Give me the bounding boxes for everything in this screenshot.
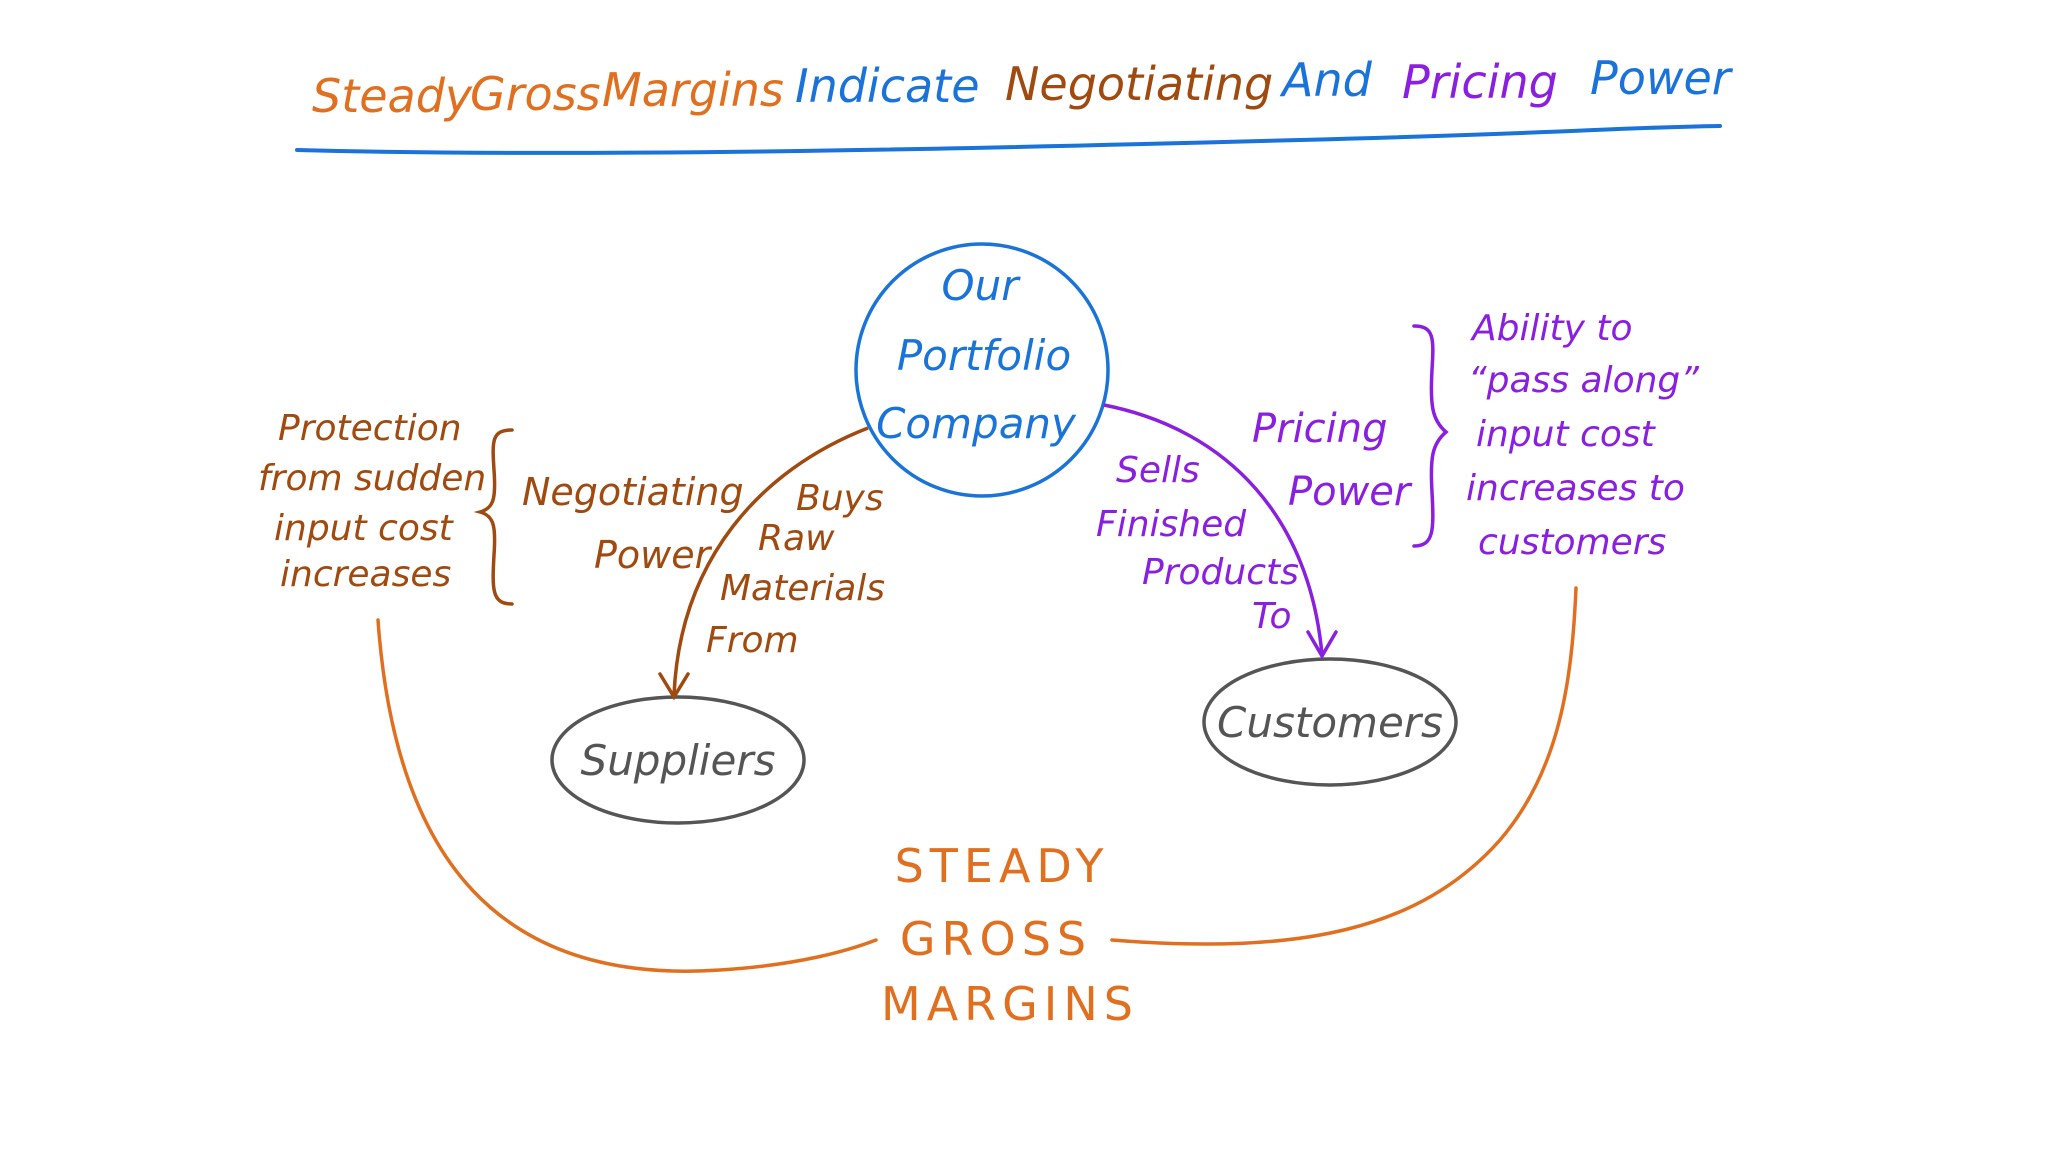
left-note-line-4: increases [280, 554, 451, 595]
buys-arrow [672, 426, 869, 696]
left-note-line-2: from sudden [258, 458, 486, 499]
title-word-2: Gross [470, 67, 601, 121]
pricing-line-1: Pricing [1252, 406, 1388, 452]
sells-line-4: To [1252, 596, 1292, 637]
sells-line-2: Finished [1096, 504, 1247, 545]
left-note-line-1: Protection [278, 408, 462, 449]
bottom-line-1: STEADY [895, 839, 1110, 893]
title-word-6: And [1279, 53, 1373, 107]
suppliers-node: Suppliers [550, 695, 806, 825]
negotiating-power-label: Negotiating Power [522, 470, 744, 577]
title-word-1: Steady [312, 69, 473, 123]
customers-node: Customers [1202, 657, 1458, 787]
buys-arrow-head [658, 672, 690, 701]
left-margin-arc [376, 618, 878, 973]
left-note: Protection from sudden input cost increa… [258, 408, 486, 595]
pricing-power-label: Pricing Power [1252, 406, 1413, 515]
suppliers-label: Suppliers [581, 736, 776, 785]
buys-line-4: From [706, 620, 799, 661]
title-word-3: Margins [602, 63, 784, 117]
portfolio-company-node: Our Portfolio Company [854, 242, 1110, 498]
sells-label: Sells Finished Products To [1096, 450, 1299, 637]
left-brace-icon [473, 428, 514, 606]
bottom-line-2: GROSS [900, 912, 1092, 966]
sells-line-3: Products [1142, 552, 1299, 593]
sells-arrow [1103, 403, 1324, 656]
title: Steady Gross Margins Indicate Negotiatin… [312, 51, 1734, 123]
right-note-line-5: customers [1478, 522, 1666, 563]
right-note-line-1: Ability to [1470, 308, 1633, 349]
left-note-line-3: input cost [274, 508, 455, 549]
node-line-3: Company [876, 399, 1077, 448]
customers-label: Customers [1217, 698, 1443, 747]
steady-gross-margins-label: STEADY GROSS MARGINS [881, 839, 1139, 1031]
title-word-8: Power [1590, 51, 1734, 105]
title-word-7: Pricing [1402, 55, 1558, 109]
right-note: Ability to “pass along” input cost incre… [1466, 308, 1699, 563]
right-note-line-4: increases to [1466, 468, 1685, 509]
buys-line-1: Buys [796, 478, 884, 519]
bottom-line-3: MARGINS [881, 977, 1139, 1031]
sells-arrow-head [1306, 630, 1338, 660]
buys-line-2: Raw [758, 518, 835, 559]
node-line-1: Our [942, 261, 1022, 310]
right-margin-arc [1110, 586, 1578, 946]
title-word-5: Negotiating [1005, 57, 1273, 111]
title-underline [295, 124, 1722, 155]
negotiating-line-1: Negotiating [522, 470, 744, 514]
buys-line-3: Materials [720, 568, 885, 609]
right-note-line-3: input cost [1476, 414, 1657, 455]
negotiating-line-2: Power [594, 533, 713, 577]
title-word-4: Indicate [795, 59, 980, 113]
buys-label: Buys Raw Materials From [706, 478, 885, 661]
right-brace-icon [1412, 324, 1449, 548]
right-note-line-2: “pass along” [1468, 360, 1699, 401]
sells-line-1: Sells [1116, 450, 1200, 491]
pricing-line-2: Power [1288, 469, 1413, 515]
node-line-2: Portfolio [897, 331, 1071, 380]
